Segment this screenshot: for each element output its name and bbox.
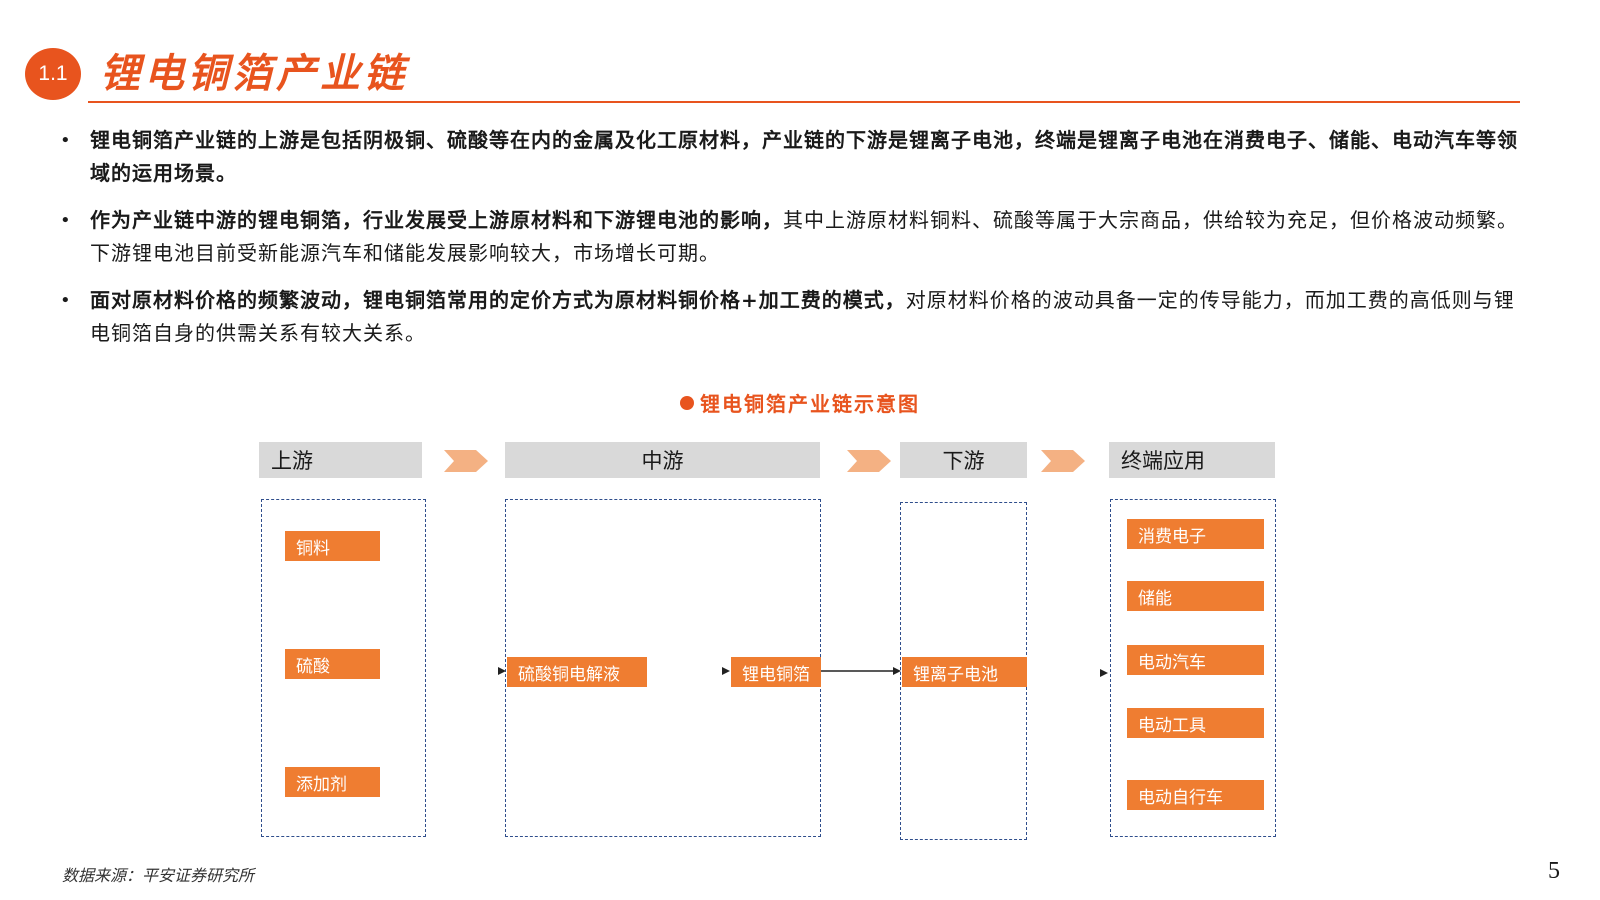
stage-header-downstream: 下游 [900, 442, 1027, 478]
bullet-item: • 锂电铜箔产业链的上游是包括阴极铜、硫酸等在内的金属及化工原材料，产业链的下游… [60, 124, 1520, 190]
chevron-arrow-icon [1041, 450, 1085, 472]
bullet-bold-text: 作为产业链中游的锂电铜箔，行业发展受上游原材料和下游锂电池的影响， [90, 208, 783, 232]
bullet-dot-icon: • [60, 290, 72, 311]
midstream-item-copper-foil: 锂电铜箔 [731, 657, 821, 687]
title-divider [88, 101, 1520, 103]
stage-header-upstream: 上游 [259, 442, 422, 478]
source-note: 数据来源：平安证券研究所 [62, 866, 255, 885]
figure-title-dot-icon [680, 396, 694, 410]
bullet-dot-icon: • [60, 130, 72, 151]
bullet-list: • 锂电铜箔产业链的上游是包括阴极铜、硫酸等在内的金属及化工原材料，产业链的下游… [60, 124, 1520, 364]
bullet-bold-text: 锂电铜箔产业链的上游是包括阴极铜、硫酸等在内的金属及化工原材料，产业链的下游是锂… [90, 128, 1518, 185]
bullet-bold-text: 面对原材料价格的频繁波动，锂电铜箔常用的定价方式为原材料铜价格+加工费的模式， [90, 288, 906, 312]
page-number: 5 [1548, 858, 1560, 884]
midstream-item-electrolyte: 硫酸铜电解液 [507, 657, 647, 687]
terminal-item-e-bike: 电动自行车 [1127, 780, 1264, 810]
upstream-item-additive: 添加剂 [285, 767, 380, 797]
bullet-item: • 作为产业链中游的锂电铜箔，行业发展受上游原材料和下游锂电池的影响，其中上游原… [60, 204, 1520, 270]
bullet-item: • 面对原材料价格的频繁波动，锂电铜箔常用的定价方式为原材料铜价格+加工费的模式… [60, 284, 1520, 350]
bullet-text: 其中上游原材料铜料、硫酸等属于大宗商品，供给较为充足，但价格波动频繁。下游锂电池… [90, 208, 1518, 265]
chevron-arrow-icon [847, 450, 891, 472]
terminal-box [1110, 499, 1276, 837]
stage-header-midstream: 中游 [505, 442, 820, 478]
upstream-box [261, 499, 426, 837]
terminal-item-consumer-electronics: 消费电子 [1127, 519, 1264, 549]
terminal-item-energy-storage: 储能 [1127, 581, 1264, 611]
figure-title-text: 锂电铜箔产业链示意图 [700, 392, 920, 416]
stage-header-terminal: 终端应用 [1109, 442, 1275, 478]
terminal-item-power-tools: 电动工具 [1127, 708, 1264, 738]
upstream-item-sulfuric-acid: 硫酸 [285, 649, 380, 679]
figure-title: 锂电铜箔产业链示意图 [0, 388, 1600, 417]
upstream-item-copper: 铜料 [285, 531, 380, 561]
section-number-badge: 1.1 [25, 48, 81, 100]
page-title: 锂电铜箔产业链 [100, 50, 408, 97]
chevron-arrow-icon [444, 450, 488, 472]
terminal-item-ev: 电动汽车 [1127, 645, 1264, 675]
downstream-item-li-ion-battery: 锂离子电池 [902, 657, 1027, 687]
bullet-dot-icon: • [60, 210, 72, 231]
bullet-text: 对原材料价格的波动具备一定的传导能力，而加工费的高低则与锂电铜箔自身的供需关系有… [90, 288, 1515, 345]
